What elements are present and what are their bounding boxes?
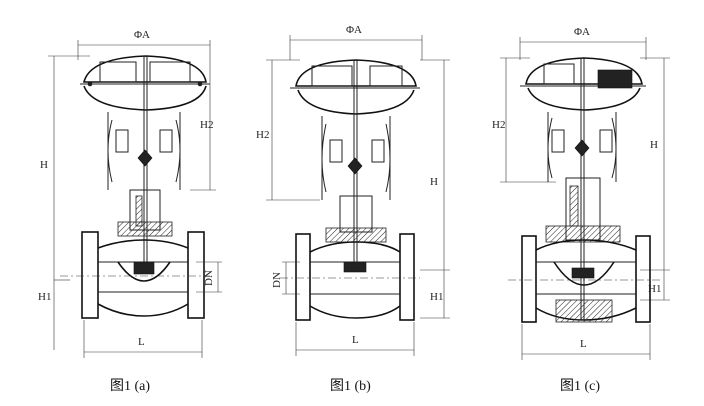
b-H-label: H — [430, 176, 438, 188]
c-H-label: H — [650, 139, 658, 151]
c-H1-label: H1 — [648, 283, 661, 295]
a-caption: 图1 (a) — [110, 379, 150, 394]
b-H1-label: H1 — [430, 291, 443, 303]
a-L-label: L — [138, 336, 145, 348]
c-caption: 图1 (c) — [560, 379, 600, 394]
a-phiA-label: ΦA — [134, 29, 150, 41]
b-H2-label: H2 — [256, 129, 269, 141]
b-phiA-label: ΦA — [346, 24, 362, 36]
a-H-label: H — [40, 159, 48, 171]
c-L-label: L — [580, 338, 587, 350]
a-H1-label: H1 — [38, 291, 51, 303]
b-L-label: L — [352, 334, 359, 346]
b-DN-label: DN — [271, 272, 283, 288]
c-phiA-label: ΦA — [574, 26, 590, 38]
drawing-b: ΦA H2 H H1 — [256, 24, 450, 394]
b-caption: 图1 (b) — [330, 379, 371, 394]
a-DN-label: DN — [203, 270, 215, 286]
a-H2-label: H2 — [200, 119, 213, 131]
drawing-c: ΦA H2 H H1 — [492, 26, 670, 394]
drawing-a: ΦA H H1 H2 — [38, 29, 222, 394]
c-H2-label: H2 — [492, 119, 505, 131]
